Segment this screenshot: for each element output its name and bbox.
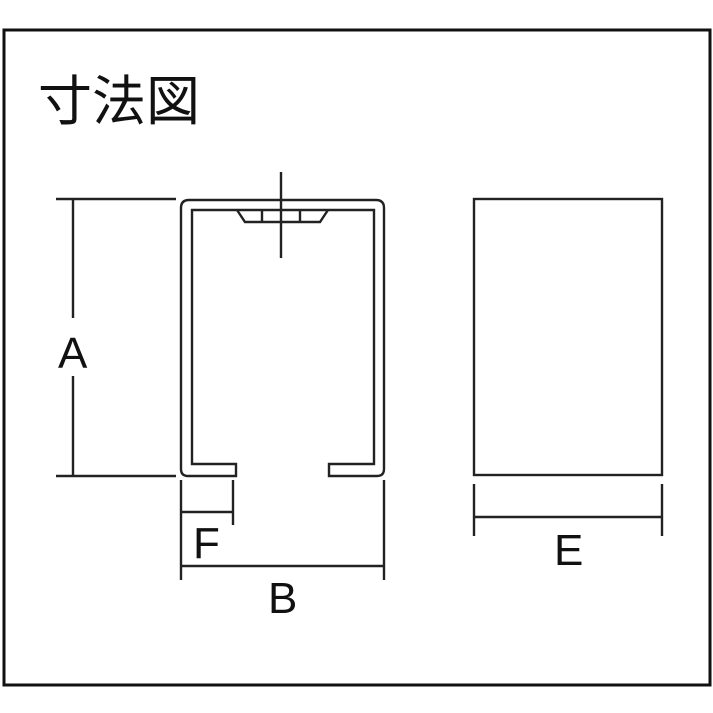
- dimension-f: F: [179, 480, 235, 580]
- dimension-label-e: E: [554, 526, 583, 575]
- channel-profile-front-view: [179, 172, 386, 478]
- rectangle-side-view: [472, 197, 664, 477]
- dimension-label-a: A: [58, 329, 88, 378]
- dimension-a: A: [56, 197, 176, 478]
- drawing-frame: [2, 28, 712, 687]
- dimension-label-f: F: [193, 519, 220, 568]
- dimension-e: E: [472, 484, 664, 575]
- dimension-b: B: [181, 480, 386, 623]
- drawing-title: 寸法図: [38, 70, 200, 133]
- dimension-label-b: B: [268, 574, 297, 623]
